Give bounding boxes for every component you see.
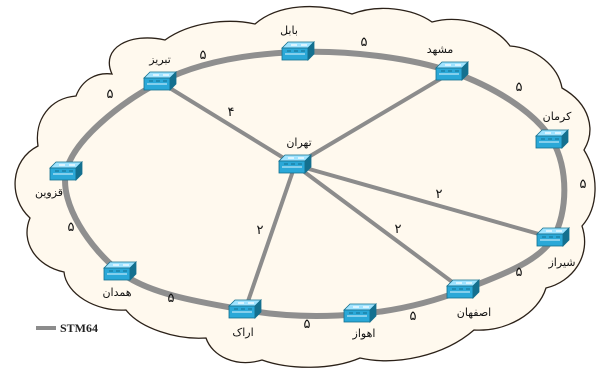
city-label-tehran: تهران bbox=[286, 136, 311, 149]
ring-link-label: ۵ bbox=[304, 317, 311, 332]
spoke-link-mashhad bbox=[293, 70, 454, 167]
city-label-arak: اراک bbox=[232, 326, 253, 339]
city-label-babol: بابل bbox=[280, 24, 298, 37]
spoke-link-isfahan bbox=[293, 163, 465, 292]
router-icon bbox=[281, 41, 315, 61]
spoke-link-shiraz bbox=[294, 163, 554, 240]
city-label-hamedan: همدان bbox=[102, 286, 131, 299]
router-icon bbox=[143, 71, 177, 91]
spoke-link-arak bbox=[243, 164, 297, 311]
spoke-link-tabriz bbox=[158, 80, 297, 167]
ring-link-label: ۵ bbox=[580, 177, 587, 192]
city-label-isfahan: اصفهان bbox=[457, 306, 491, 319]
router-icon bbox=[446, 279, 480, 299]
ring-link-label: ۵ bbox=[410, 309, 417, 324]
ring-link-label: ۵ bbox=[516, 265, 523, 280]
ring-link-label: ۵ bbox=[516, 80, 523, 95]
spoke-link-label: ۴ bbox=[228, 105, 235, 120]
city-label-shiraz: شیراز bbox=[548, 256, 576, 269]
city-label-tabriz: تبریز bbox=[148, 53, 171, 66]
router-icon bbox=[536, 227, 570, 247]
router-icon bbox=[343, 303, 377, 323]
ring-link-label: ۵ bbox=[200, 48, 207, 63]
ring-link-label: ۵ bbox=[68, 220, 75, 235]
city-label-mashhad: مشهد bbox=[427, 43, 454, 56]
router-icon bbox=[535, 129, 569, 149]
router-icon bbox=[49, 161, 83, 181]
legend-label: STM64 bbox=[60, 321, 98, 335]
spoke-link-label: ۲ bbox=[395, 222, 402, 237]
ring-link-label: ۵ bbox=[168, 291, 175, 306]
city-label-ahvaz: اهواز bbox=[352, 327, 376, 340]
city-label-kerman: کرمان bbox=[543, 110, 572, 123]
ring-link-label: ۵ bbox=[361, 35, 368, 50]
router-icon bbox=[103, 261, 137, 281]
spoke-link-label: ۲ bbox=[436, 187, 443, 202]
router-icon bbox=[278, 154, 312, 174]
cloud-outline bbox=[14, 6, 596, 368]
spoke-link-label: ۲ bbox=[257, 223, 264, 238]
ring-link-label: ۵ bbox=[107, 87, 114, 102]
router-icon bbox=[435, 61, 469, 81]
router-icon bbox=[228, 299, 262, 319]
city-label-qazvin: قزوین bbox=[35, 186, 63, 199]
